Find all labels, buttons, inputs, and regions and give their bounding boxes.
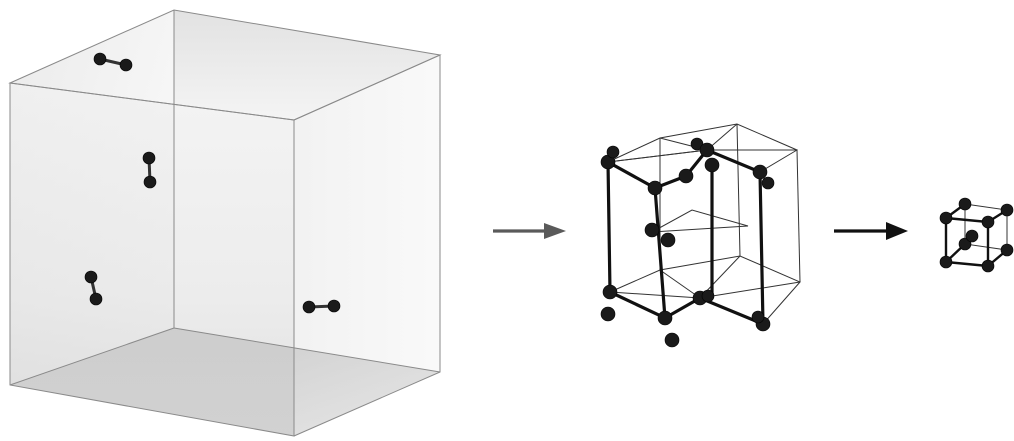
molecule [84,270,103,306]
hex-front-edges [606,148,765,326]
lattice-atoms [600,137,775,348]
cubic-lattice [939,197,1014,273]
molecule [142,151,157,189]
hex-bottom-face [609,255,801,325]
mid-layer-triangle [651,209,749,233]
molecule [93,52,133,72]
gas-container-box [8,9,442,437]
hexagonal-lattice [600,123,801,348]
box-right-face [294,55,440,436]
transition-arrow-2 [834,222,908,240]
box-front-face [10,83,294,436]
cubic-atoms [939,197,1014,273]
transition-arrow-1 [493,223,566,239]
molecule [302,299,341,314]
gas-molecules [84,52,341,314]
